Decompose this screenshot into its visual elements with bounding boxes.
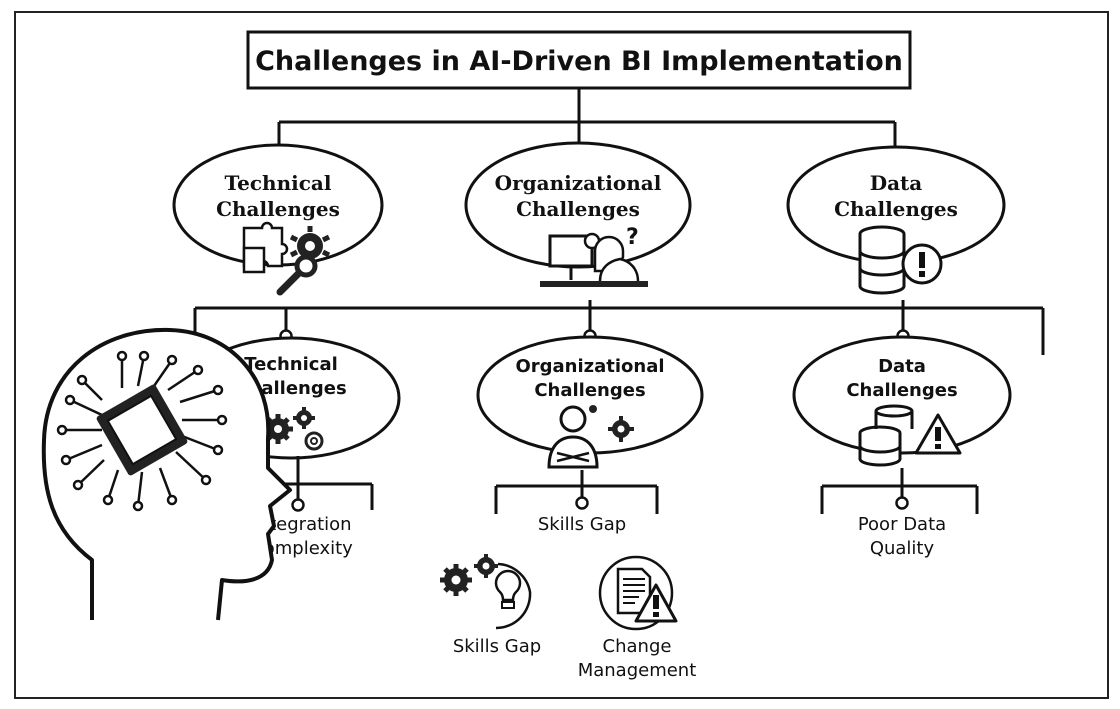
sub-leaf-change-line2: Management (578, 660, 697, 681)
gears-lightbulb-icon (440, 554, 532, 630)
document-warning-icon (598, 555, 678, 631)
top-data-line1: Data (870, 171, 923, 195)
top-technical-line2: Challenges (216, 197, 340, 221)
top-organizational-line1: Organizational (495, 171, 662, 195)
leaf-poor-data-line2: Quality (870, 538, 935, 559)
database-warning-icon-small (858, 404, 962, 467)
top-organizational-line2: Challenges (516, 197, 640, 221)
leaf-skills-gap: Skills Gap (538, 514, 626, 535)
leaf-poor-data-line1: Poor Data (858, 514, 946, 535)
second-node-organizational: Organizational Challenges (476, 335, 704, 455)
outer-frame (14, 11, 1109, 699)
second-data-line2: Challenges (846, 380, 957, 401)
leaf-integration-line2: Complexity (251, 538, 353, 559)
top-node-organizational: Organizational Challenges (464, 141, 692, 269)
title-box: Challenges in AI-Driven BI Implementatio… (246, 30, 912, 90)
database-warning-icon (858, 225, 943, 295)
second-data-line1: Data (878, 356, 926, 377)
top-technical-line1: Technical (225, 171, 332, 195)
second-organizational-line2: Challenges (534, 380, 645, 401)
sub-leaf-change-line1: Change (603, 636, 672, 657)
second-organizational-line1: Organizational (515, 356, 664, 377)
puzzle-gear-wrench-icon (242, 221, 331, 296)
leaf-integration-line1: Integration (252, 514, 351, 535)
second-node-data: Data Challenges (792, 335, 1012, 455)
sub-leaf-skills-gap: Skills Gap (453, 636, 541, 657)
person-gear-icon (547, 405, 634, 469)
second-level-connectors (193, 300, 1045, 355)
top-node-data: Data Challenges (786, 145, 1006, 265)
second-technical-line1: Technical (244, 354, 338, 375)
svg-text:?: ? (626, 225, 639, 250)
top-data-line2: Challenges (834, 197, 958, 221)
ai-head-chip-icon (41, 327, 292, 621)
diagram-title: Challenges in AI-Driven BI Implementatio… (255, 46, 903, 77)
person-at-desk-question-icon: ? (540, 225, 648, 287)
leaf-connectors (228, 456, 979, 514)
